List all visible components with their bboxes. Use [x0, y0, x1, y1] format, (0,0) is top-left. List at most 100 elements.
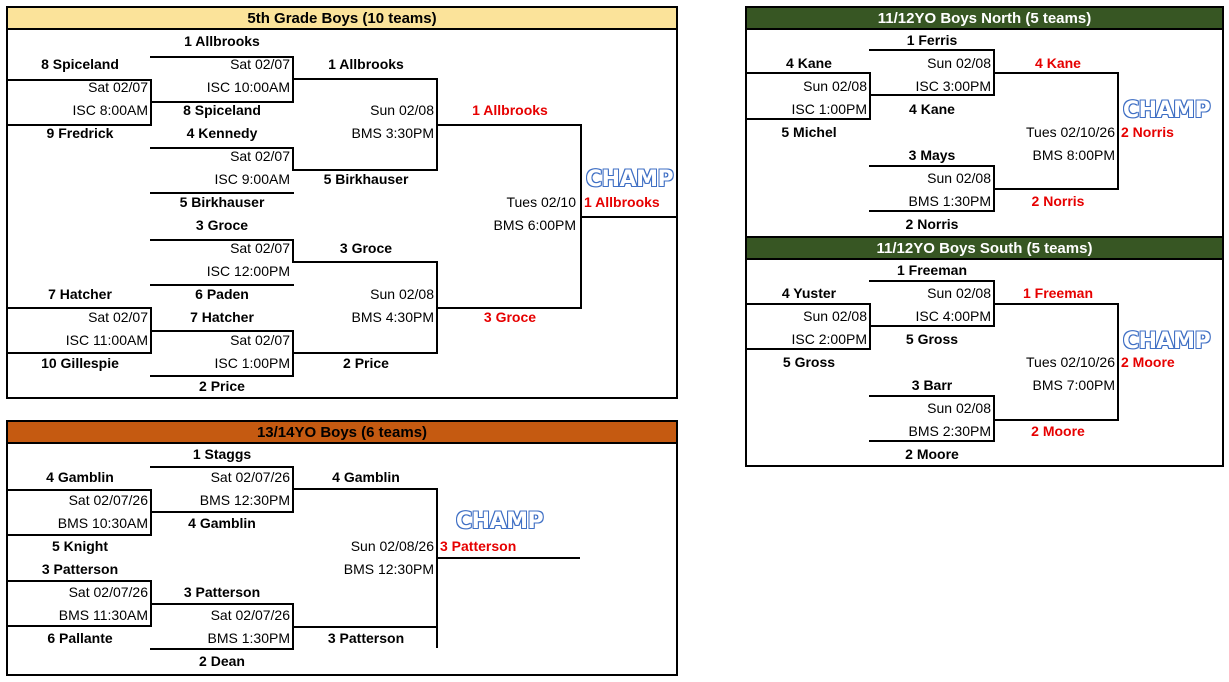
champ-logo-icon: CHAMP	[1123, 98, 1211, 123]
team-label: 2 Dean	[199, 653, 245, 669]
team-label: 3 Mays	[908, 147, 956, 163]
team-label: 5 Knight	[52, 538, 108, 554]
team-label: 8 Spiceland	[41, 56, 119, 72]
game-date: Sat 02/07/26	[210, 607, 290, 623]
winner-label: 2 Price	[343, 355, 389, 371]
game-time: BMS 11:30AM	[58, 607, 148, 623]
game-date: Sun 02/08	[803, 78, 867, 94]
game-time: ISC 2:00PM	[791, 331, 867, 347]
team-label: 5 Gross	[782, 354, 836, 370]
team-label: 5 Gross	[905, 331, 959, 347]
winner-label: 3 Patterson	[327, 630, 405, 646]
winner-label: 4 Kane	[1035, 55, 1081, 71]
team-label: 4 Kane	[786, 55, 832, 71]
team-label: 4 Gamblin	[188, 515, 256, 531]
game-date: Sun 02/08	[927, 400, 991, 416]
game-date: Sat 02/07/26	[68, 492, 148, 508]
team-label: 3 Groce	[195, 217, 249, 233]
team-label: 7 Hatcher	[48, 286, 112, 302]
game-date: Sat 02/07	[230, 148, 290, 164]
game-date: Sat 02/07/26	[68, 584, 148, 600]
game-time: ISC 4:00PM	[915, 308, 991, 324]
game-time: ISC 3:00PM	[915, 78, 991, 94]
game-time: ISC 8:00AM	[72, 102, 148, 118]
game-time: BMS 1:30PM	[908, 193, 991, 209]
champion-label: 1 Allbrooks	[584, 194, 660, 210]
winner-label: 4 Gamblin	[332, 469, 400, 485]
team-label: 2 Moore	[905, 446, 959, 462]
winner-label: 3 Groce	[339, 240, 393, 256]
game-date: Tues 02/10/26	[1026, 124, 1115, 140]
game-date: Sat 02/07/26	[210, 469, 290, 485]
winner-label: 2 Norris	[1031, 193, 1085, 209]
winner-label: 2 Moore	[1031, 423, 1085, 439]
game-date: Sun 02/08	[370, 102, 434, 118]
team-label: 6 Paden	[195, 286, 249, 302]
team-label: 4 Yuster	[781, 285, 837, 301]
team-label: 3 Patterson	[183, 584, 261, 600]
game-date: Sun 02/08	[370, 286, 434, 302]
game-time: BMS 4:30PM	[351, 309, 434, 325]
team-label: 8 Spiceland	[183, 102, 261, 118]
game-time: BMS 8:00PM	[1032, 147, 1115, 163]
game-time: ISC 1:00PM	[791, 101, 867, 117]
team-label: 6 Pallante	[47, 630, 113, 646]
game-date: Sun 02/08/26	[350, 538, 434, 554]
team-label: 4 Kennedy	[186, 125, 258, 141]
game-time: ISC 10:00AM	[206, 79, 290, 95]
bracket-13-14yo-boys: 13/14YO Boys (6 teams) 1 Staggs 4 Gambli…	[6, 420, 678, 676]
game-date: Sun 02/08	[927, 170, 991, 186]
team-label: 1 Staggs	[192, 446, 252, 462]
team-label: 1 Ferris	[906, 32, 958, 48]
champ-logo-icon: CHAMP	[456, 509, 544, 534]
team-label: 3 Barr	[911, 377, 953, 393]
game-time: BMS 7:00PM	[1032, 377, 1115, 393]
game-date: Tues 02/10/26	[1026, 354, 1115, 370]
game-date: Sat 02/07	[230, 332, 290, 348]
game-time: BMS 2:30PM	[908, 423, 991, 439]
champion-label: 2 Moore	[1121, 354, 1175, 370]
game-time: ISC 12:00PM	[206, 263, 290, 279]
winner-label: 3 Groce	[483, 309, 537, 325]
bracket-5th-grade-boys: 5th Grade Boys (10 teams) 1 Allbrooks 8 …	[6, 6, 678, 399]
game-time: ISC 9:00AM	[214, 171, 290, 187]
team-label: 1 Freeman	[896, 262, 968, 278]
game-date: Sat 02/07	[88, 309, 148, 325]
game-time: BMS 12:30PM	[199, 492, 290, 508]
champ-logo-icon: CHAMP	[586, 167, 674, 192]
bracket-11-12yo-boys-north: 11/12YO Boys North (5 teams) 1 Ferris 4 …	[745, 6, 1224, 236]
game-date: Sat 02/07	[88, 79, 148, 95]
team-label: 9 Fredrick	[46, 125, 114, 141]
game-time: ISC 1:00PM	[214, 355, 290, 371]
winner-label: 1 Allbrooks	[328, 56, 404, 72]
team-label: 2 Price	[199, 378, 245, 394]
team-label: 5 Michel	[781, 124, 837, 140]
team-label: 5 Birkhauser	[179, 194, 265, 210]
panel-title: 13/14YO Boys (6 teams)	[8, 422, 676, 444]
winner-label: 1 Allbrooks	[472, 102, 548, 118]
game-date: Tues 02/10	[506, 194, 576, 210]
panel-title: 5th Grade Boys (10 teams)	[8, 8, 676, 30]
bracket-11-12yo-boys-south: 11/12YO Boys South (5 teams) 1 Freeman 4…	[745, 236, 1224, 467]
team-label: 3 Patterson	[41, 561, 119, 577]
game-time: BMS 12:30PM	[343, 561, 434, 577]
team-label: 4 Kane	[909, 101, 955, 117]
team-label: 7 Hatcher	[190, 309, 254, 325]
panel-title: 11/12YO Boys South (5 teams)	[747, 238, 1222, 260]
team-label: 1 Allbrooks	[184, 33, 260, 49]
game-time: BMS 6:00PM	[493, 217, 576, 233]
game-date: Sat 02/07	[230, 240, 290, 256]
panel-title: 11/12YO Boys North (5 teams)	[747, 8, 1222, 30]
team-label: 2 Norris	[905, 216, 959, 232]
champion-label: 2 Norris	[1121, 124, 1174, 140]
champ-logo-icon: CHAMP	[1123, 329, 1211, 354]
game-time: BMS 3:30PM	[351, 125, 434, 141]
game-time: ISC 11:00AM	[65, 332, 148, 348]
winner-label: 5 Birkhauser	[323, 171, 409, 187]
game-date: Sat 02/07	[230, 56, 290, 72]
team-label: 4 Gamblin	[46, 469, 114, 485]
game-time: BMS 10:30AM	[57, 515, 148, 531]
game-time: BMS 1:30PM	[207, 630, 290, 646]
winner-label: 1 Freeman	[1022, 285, 1094, 301]
team-label: 10 Gillespie	[41, 355, 119, 371]
